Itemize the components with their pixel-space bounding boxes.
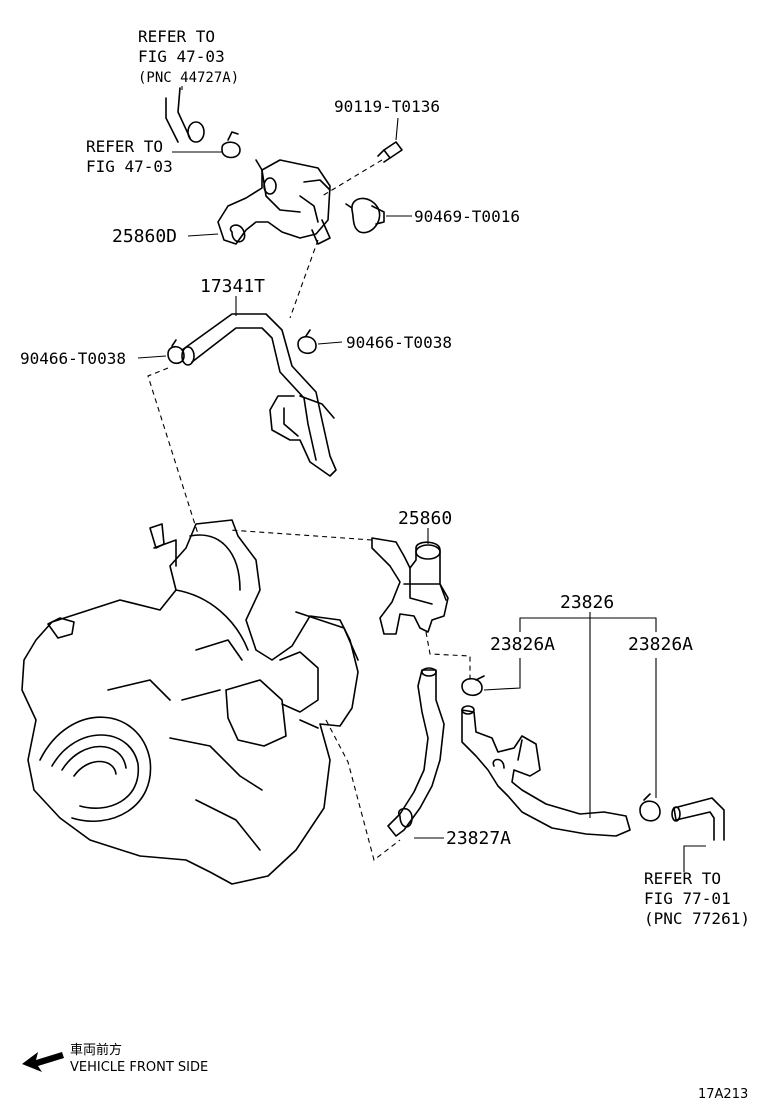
dash-body-hose bbox=[325, 719, 401, 861]
leader-clamp-right bbox=[317, 341, 343, 345]
ref-right-line3: (PNC 77261) bbox=[644, 909, 750, 928]
label-clamp-a2: 23826A bbox=[628, 634, 693, 655]
intake-assembly bbox=[21, 519, 359, 885]
bolt-90119 bbox=[377, 141, 403, 163]
direction-en: VEHICLE FRONT SIDE bbox=[70, 1060, 208, 1075]
leader-clamp-left bbox=[137, 355, 167, 359]
figure-code: 17A213 bbox=[698, 1087, 748, 1102]
hose-23827A bbox=[387, 667, 445, 837]
dash-hose-body bbox=[147, 367, 199, 535]
leader-23826-group bbox=[519, 612, 657, 818]
direction-arrow-icon bbox=[22, 1052, 64, 1072]
clamp-23826A-lower bbox=[639, 793, 661, 822]
valve-25860 bbox=[371, 537, 449, 635]
dash-valve-body bbox=[229, 529, 373, 541]
ref-top-line3: (PNC 44727A) bbox=[138, 70, 239, 86]
leader-23826A-upper bbox=[483, 658, 521, 691]
clip-90469 bbox=[345, 197, 385, 234]
label-clamp-left: 90466-T0038 bbox=[20, 349, 126, 368]
ref-top-line2: FIG 47-03 bbox=[138, 47, 225, 66]
leader-bolt bbox=[395, 117, 399, 141]
hose-17341T bbox=[181, 313, 337, 477]
reference-pipe-right bbox=[671, 797, 725, 841]
ref-right-line2: FIG 77-01 bbox=[644, 889, 731, 908]
label-clamp-a1: 23826A bbox=[490, 634, 555, 655]
vsv-25860D bbox=[217, 159, 331, 245]
reference-pipe-top bbox=[165, 87, 205, 143]
dash-bolt bbox=[321, 159, 383, 197]
label-clamp-right: 90466-T0038 bbox=[346, 333, 452, 352]
label-hose-lower: 23827A bbox=[446, 828, 511, 849]
label-hose-group: 23826 bbox=[560, 592, 614, 613]
leader-ref-right bbox=[683, 845, 706, 872]
clamp-90466-right bbox=[297, 329, 317, 355]
leader-vsv bbox=[187, 233, 219, 237]
label-vsv: 25860D bbox=[112, 226, 177, 247]
label-valve: 25860 bbox=[398, 508, 452, 529]
hose-23826 bbox=[461, 705, 631, 837]
clamp-90466-left bbox=[167, 339, 185, 365]
label-hose: 17341T bbox=[200, 276, 265, 297]
ref-mid-line1: REFER TO bbox=[86, 137, 163, 156]
dash-valve-hose bbox=[425, 631, 471, 682]
label-bolt: 90119-T0136 bbox=[334, 97, 440, 116]
ref-mid-line2: FIG 47-03 bbox=[86, 157, 173, 176]
direction-jp: 車両前方 bbox=[70, 1042, 122, 1058]
ref-top-line1: REFER TO bbox=[138, 27, 215, 46]
ref-right-line1: REFER TO bbox=[644, 869, 721, 888]
clamp-ref-mid bbox=[221, 131, 241, 159]
clamp-23826A-upper bbox=[461, 675, 485, 697]
dash-vsv-hose bbox=[289, 239, 319, 319]
label-clip: 90469-T0016 bbox=[414, 207, 520, 226]
